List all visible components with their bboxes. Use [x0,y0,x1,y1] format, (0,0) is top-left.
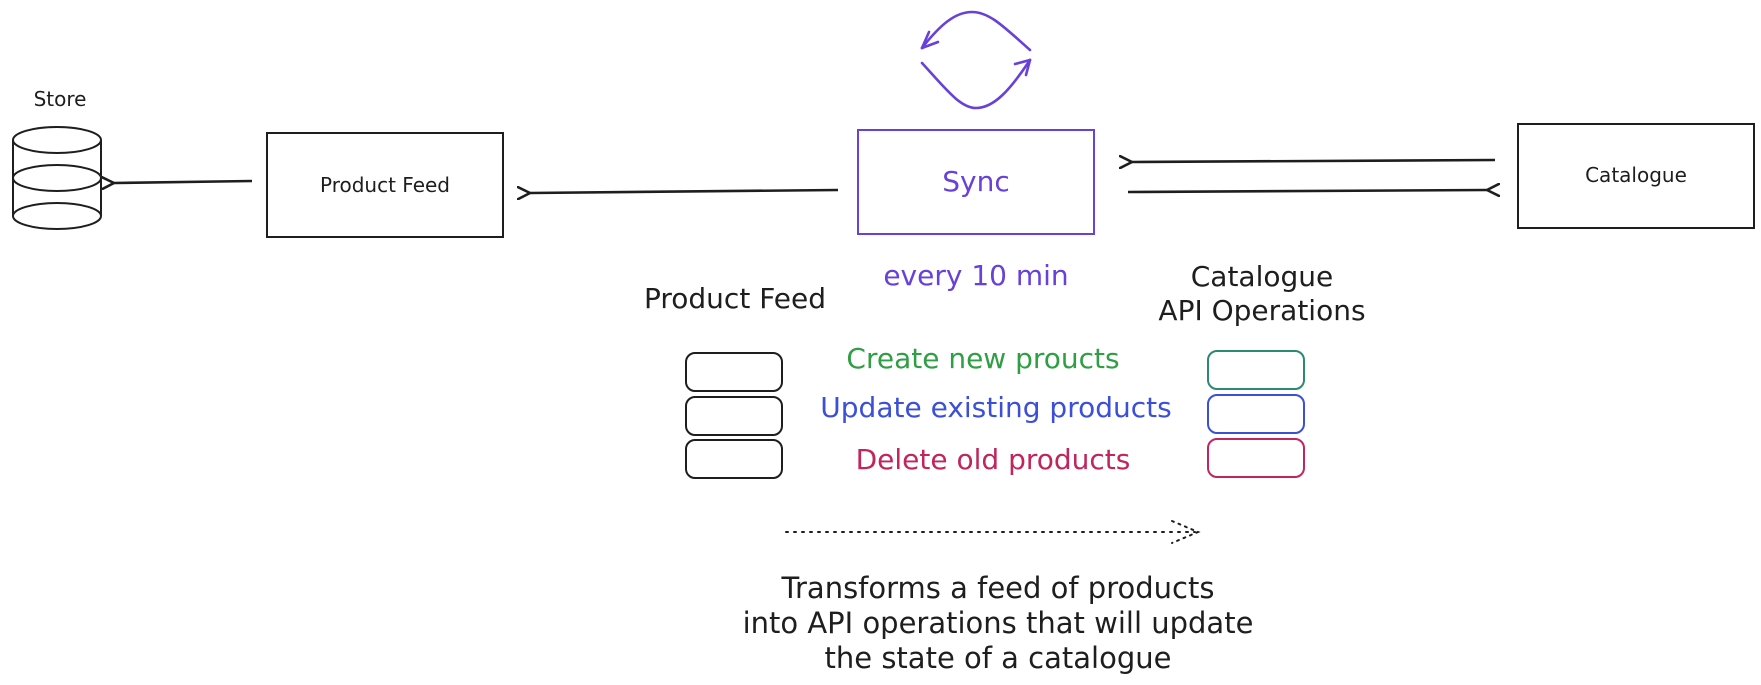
sync-box-label: Sync [942,165,1009,198]
feed-item-box [685,352,783,392]
create-op-box [1207,350,1305,390]
product-feed-stack [685,352,783,479]
feed-item-box [685,396,783,436]
sync-to-feed-arrow [530,190,839,193]
update-op-box [1207,394,1305,434]
product-feed-box-label: Product Feed [320,173,450,197]
description-line-3: the state of a catalogue [825,641,1172,675]
product-feed-node: Product Feed [266,132,504,238]
operation-delete-label: Delete old products [856,443,1131,476]
catalogue-node: Catalogue [1517,123,1755,229]
refresh-cycle-icon [920,10,1032,110]
sync-node: Sync [857,129,1095,235]
store-node: Store [12,87,102,230]
store-label: Store [34,87,87,111]
sync-interval-label: every 10 min [883,259,1068,292]
catalogue-operation-stack [1207,350,1305,478]
sync-to-catalogue-arrow [1127,190,1487,192]
operation-update-label: Update existing products [820,391,1171,424]
feed-to-store-arrow [114,181,253,183]
database-cylinder-icon [12,126,102,230]
catalogue-to-sync-arrow [1132,160,1496,162]
description-line-1: Transforms a feed of products [781,571,1215,605]
catalogue-heading-line1: Catalogue [1191,260,1334,293]
catalogue-heading-line2: API Operations [1158,294,1365,327]
operation-create-label: Create new proucts [846,342,1119,375]
catalogue-box-label: Catalogue [1585,163,1687,187]
feed-item-box [685,439,783,479]
description-line-2: into API operations that will update [743,606,1254,640]
transform-dotted-arrow [785,520,1201,544]
delete-op-box [1207,438,1305,478]
product-feed-heading: Product Feed [644,282,826,315]
